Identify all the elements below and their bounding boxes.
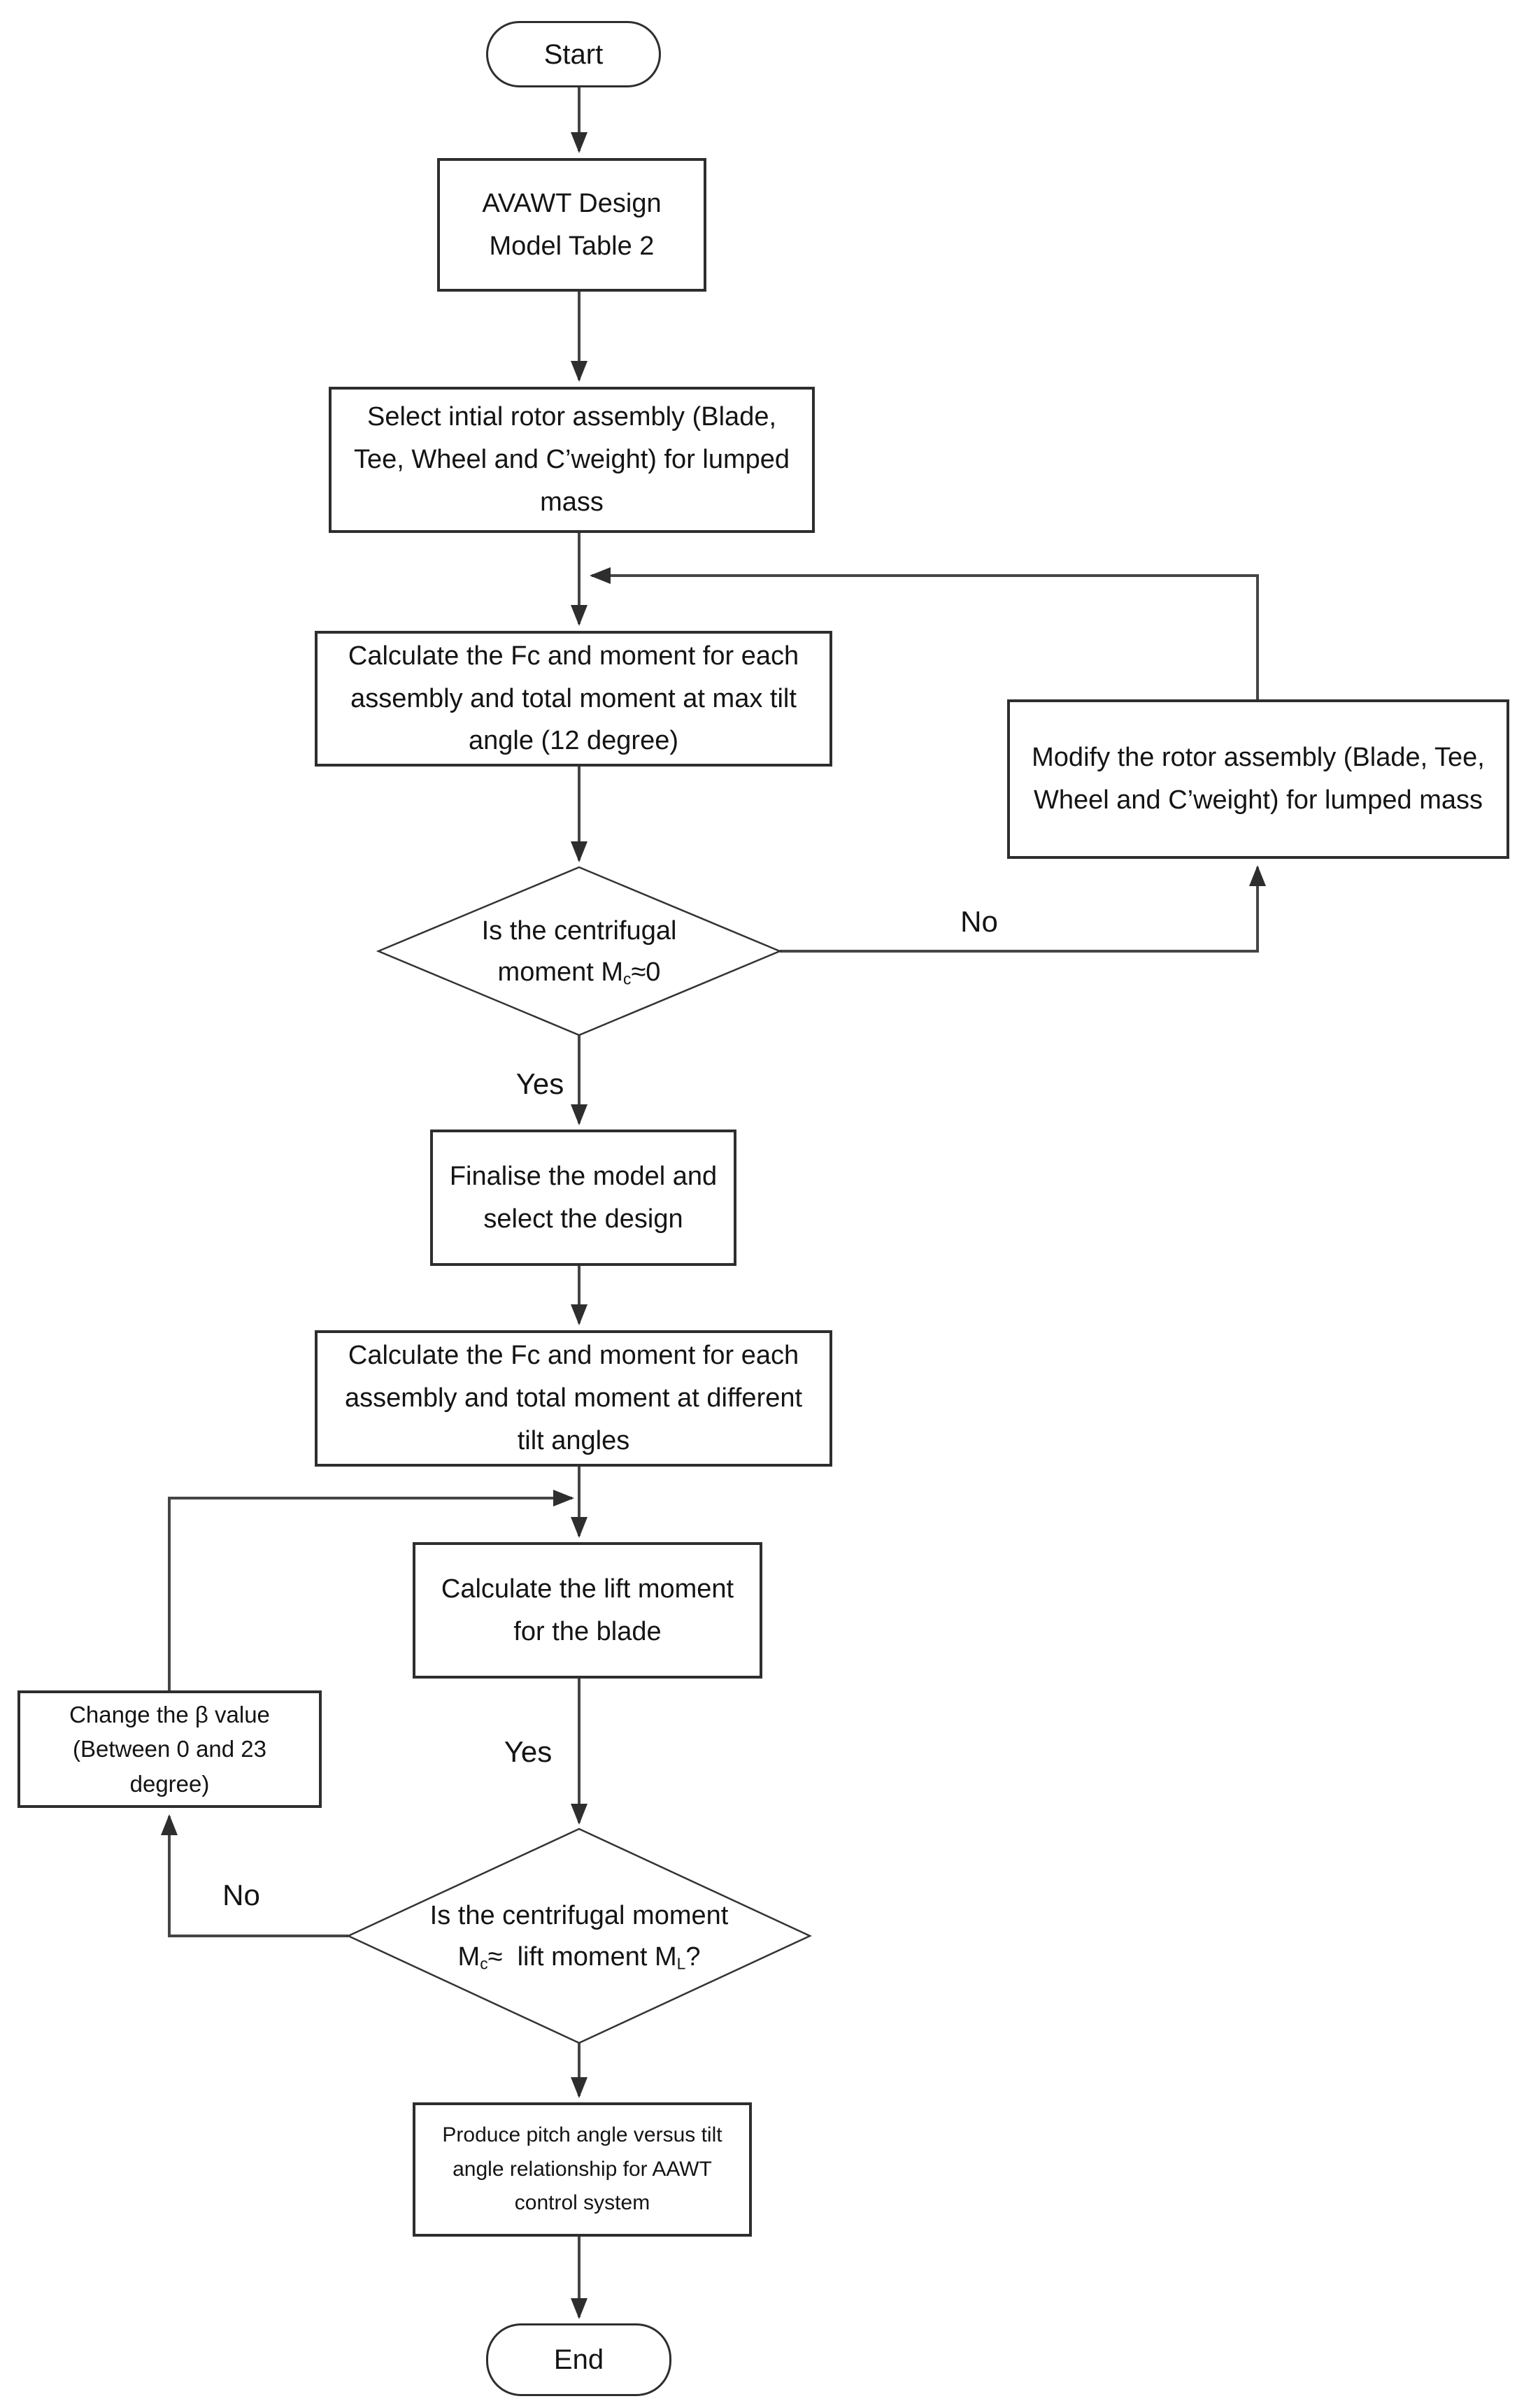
modify-rotor-label: Modify the rotor assembly (Blade, Tee, W… [1032,743,1485,815]
edge-decision1-no-to-modify [780,865,1266,953]
produce-label: Produce pitch angle versus tilt angle re… [442,2123,722,2215]
decision-mc-ml-line2: Mc≈ lift moment ML? [457,1942,701,1973]
decision-mc-ml-line1: Is the centrifugal moment [429,1900,729,1930]
decision-mc-zero-node: Is the centrifugal moment Mc≈0 [432,901,726,1002]
calc-max-tilt-node: Calculate the Fc and moment for each ass… [315,631,832,767]
mc-subscript2: c [480,1954,488,1973]
yes-label-decision2: Yes [504,1735,553,1768]
select-rotor-node: Select intial rotor assembly (Blade, Tee… [329,387,815,533]
produce-node: Produce pitch angle versus tilt angle re… [413,2102,752,2237]
calc-diff-tilt-label: Calculate the Fc and moment for each ass… [344,1341,803,1455]
change-beta-label: Change the β value (Between 0 and 23 deg… [69,1701,270,1797]
mc-subscript: c [623,969,632,988]
calc-lift-node: Calculate the lift moment for the blade [413,1542,762,1679]
change-beta-node: Change the β value (Between 0 and 23 deg… [17,1690,322,1808]
no-label-decision1: No [960,905,998,938]
end-label: End [553,2344,604,2375]
ml-subscript: L [676,1954,686,1973]
decision-mc-zero-line2: moment Mc≈0 [497,957,661,988]
finalise-node: Finalise the model and select the design [430,1130,736,1266]
design-model-node: AVAWT Design Model Table 2 [437,158,706,292]
no-label-decision2: No [222,1879,260,1911]
select-rotor-label: Select intial rotor assembly (Blade, Tee… [353,402,790,517]
edge-modify-feedback-to-mainline [590,567,1259,699]
calc-diff-tilt-node: Calculate the Fc and moment for each ass… [315,1330,832,1467]
design-model-label: AVAWT Design Model Table 2 [482,188,662,261]
modify-rotor-node: Modify the rotor assembly (Blade, Tee, W… [1007,699,1509,859]
calc-lift-label: Calculate the lift moment for the blade [441,1574,734,1646]
yes-label-decision1: Yes [515,1067,564,1100]
edge-changebeta-feedback-to-mainline [168,1490,574,1690]
finalise-label: Finalise the model and select the design [449,1161,718,1234]
end-node: End [486,2323,671,2396]
decision-mc-ml-node: Is the centrifugal moment Mc≈ lift momen… [387,1886,771,1987]
calc-max-tilt-label: Calculate the Fc and moment for each ass… [348,641,799,756]
edge-decision2-no-to-changebeta [161,1814,348,1937]
decision-mc-zero-line1: Is the centrifugal [481,916,677,946]
decision-diamond-mc-ml [346,1828,812,2044]
decision-diamond-mc-zero [376,866,783,1036]
start-label: Start [543,38,604,70]
start-node: Start [486,21,661,87]
